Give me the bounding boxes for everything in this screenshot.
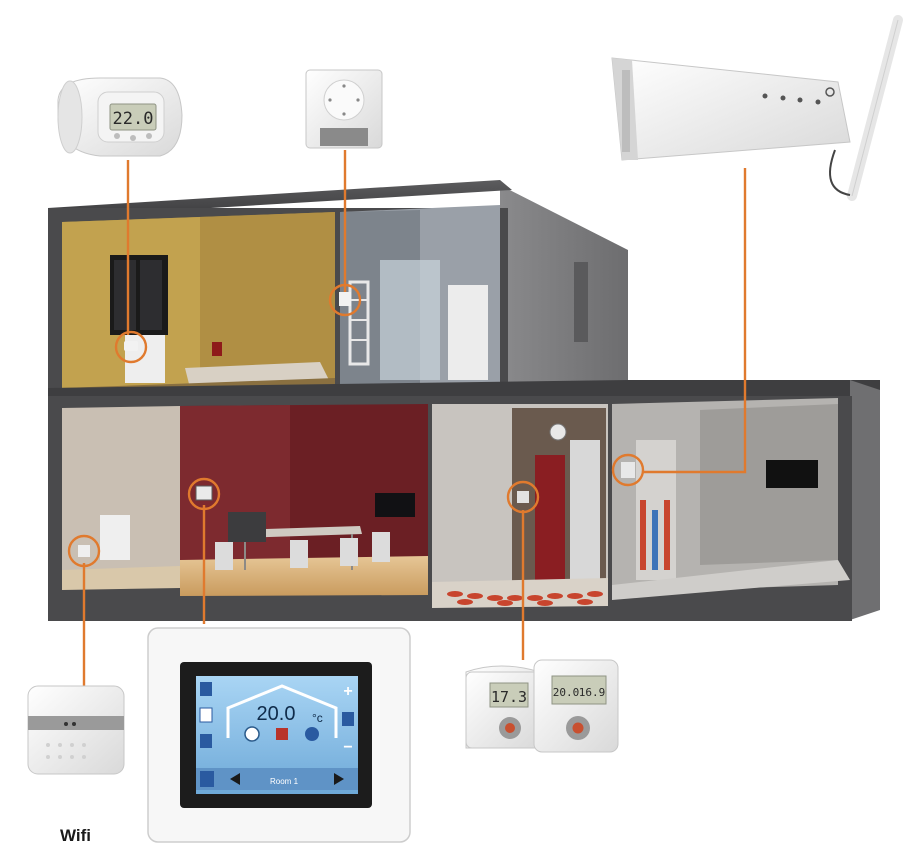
marker-hall-wifi bbox=[67, 534, 101, 568]
wifi-box-device bbox=[27, 685, 125, 775]
settings-icon bbox=[199, 707, 213, 723]
kitchen-door-frame bbox=[535, 455, 565, 580]
radiator-valve-device: 22.0 bbox=[57, 77, 183, 157]
kitchen bbox=[432, 404, 608, 608]
upper-side-wall bbox=[500, 185, 628, 385]
lower-side-wall bbox=[850, 380, 880, 620]
home-icon bbox=[200, 771, 214, 787]
dining-room bbox=[180, 404, 428, 596]
touchscreen-device: 20.0 °c + − Room 1 bbox=[147, 627, 411, 843]
valve-display: 22.0 bbox=[113, 109, 154, 129]
bedroom bbox=[62, 212, 335, 400]
hall-radiator bbox=[100, 515, 130, 560]
menu-icon bbox=[200, 682, 212, 696]
shower-glass bbox=[380, 260, 440, 380]
hall-room bbox=[62, 406, 180, 590]
touchscreen-bar-text: Room 1 bbox=[270, 777, 299, 786]
touchscreen-temperature: 20.0 bbox=[257, 703, 296, 725]
tv-screen bbox=[375, 493, 415, 517]
leader-wiring-center bbox=[642, 168, 747, 474]
heating-icon bbox=[276, 728, 288, 740]
marker-bathroom-sensor bbox=[328, 283, 362, 317]
dining-table bbox=[236, 526, 362, 538]
wall-clock bbox=[549, 423, 567, 441]
touchscreen-unit: °c bbox=[312, 711, 323, 725]
garage bbox=[612, 398, 850, 600]
program-icon bbox=[200, 734, 212, 748]
lamp bbox=[212, 342, 222, 356]
mini-valve-icon bbox=[124, 341, 138, 351]
mini-touchscreen-icon bbox=[195, 485, 213, 501]
underfloor-heating-pipes bbox=[447, 591, 603, 606]
garage-window bbox=[766, 460, 818, 488]
chair bbox=[340, 538, 358, 566]
towel-radiator bbox=[348, 280, 370, 366]
bathtub bbox=[448, 285, 488, 380]
mini-sensor-icon bbox=[339, 292, 351, 306]
fan-icon bbox=[342, 712, 354, 726]
mini-wifi-icon bbox=[78, 545, 90, 557]
mode-icon bbox=[305, 727, 319, 741]
bathroom bbox=[340, 205, 500, 386]
wiring-center-device bbox=[611, 15, 903, 201]
marker-kitchen-thermostat bbox=[506, 480, 540, 514]
sofa bbox=[228, 512, 266, 542]
minus-icon: − bbox=[343, 739, 352, 756]
upper-roof-edge bbox=[48, 180, 512, 217]
thermostat-right-device: 20.0 16.9 bbox=[533, 659, 619, 753]
marker-boiler-wiring bbox=[611, 453, 645, 487]
thermostat-right-display-b: 16.9 bbox=[579, 686, 606, 699]
chair bbox=[372, 532, 390, 562]
prev-arrow-icon bbox=[230, 773, 240, 785]
thermostat-right-display-a: 20.0 bbox=[553, 686, 580, 699]
house-cutaway bbox=[48, 180, 880, 621]
thermostat-left-display: 17.3 bbox=[491, 688, 527, 706]
thermostat-left-device: 17.3 bbox=[465, 665, 541, 749]
side-window bbox=[574, 262, 588, 342]
wall-sensor-device bbox=[305, 69, 383, 149]
wifi-caption: Wifi bbox=[60, 826, 92, 845]
device-markers bbox=[67, 283, 645, 568]
plus-icon: + bbox=[343, 683, 352, 700]
house-outline-icon bbox=[226, 684, 338, 738]
next-arrow-icon bbox=[334, 773, 344, 785]
marker-dining-touchscreen bbox=[187, 477, 221, 511]
marker-bedroom-valve bbox=[114, 330, 148, 364]
chair bbox=[215, 542, 233, 570]
mini-thermostat-icon bbox=[517, 491, 529, 503]
fridge bbox=[570, 440, 600, 580]
info-icon bbox=[244, 726, 260, 742]
mini-wiring-icon bbox=[621, 462, 635, 478]
chair bbox=[290, 540, 308, 568]
leader-lines bbox=[82, 150, 747, 688]
